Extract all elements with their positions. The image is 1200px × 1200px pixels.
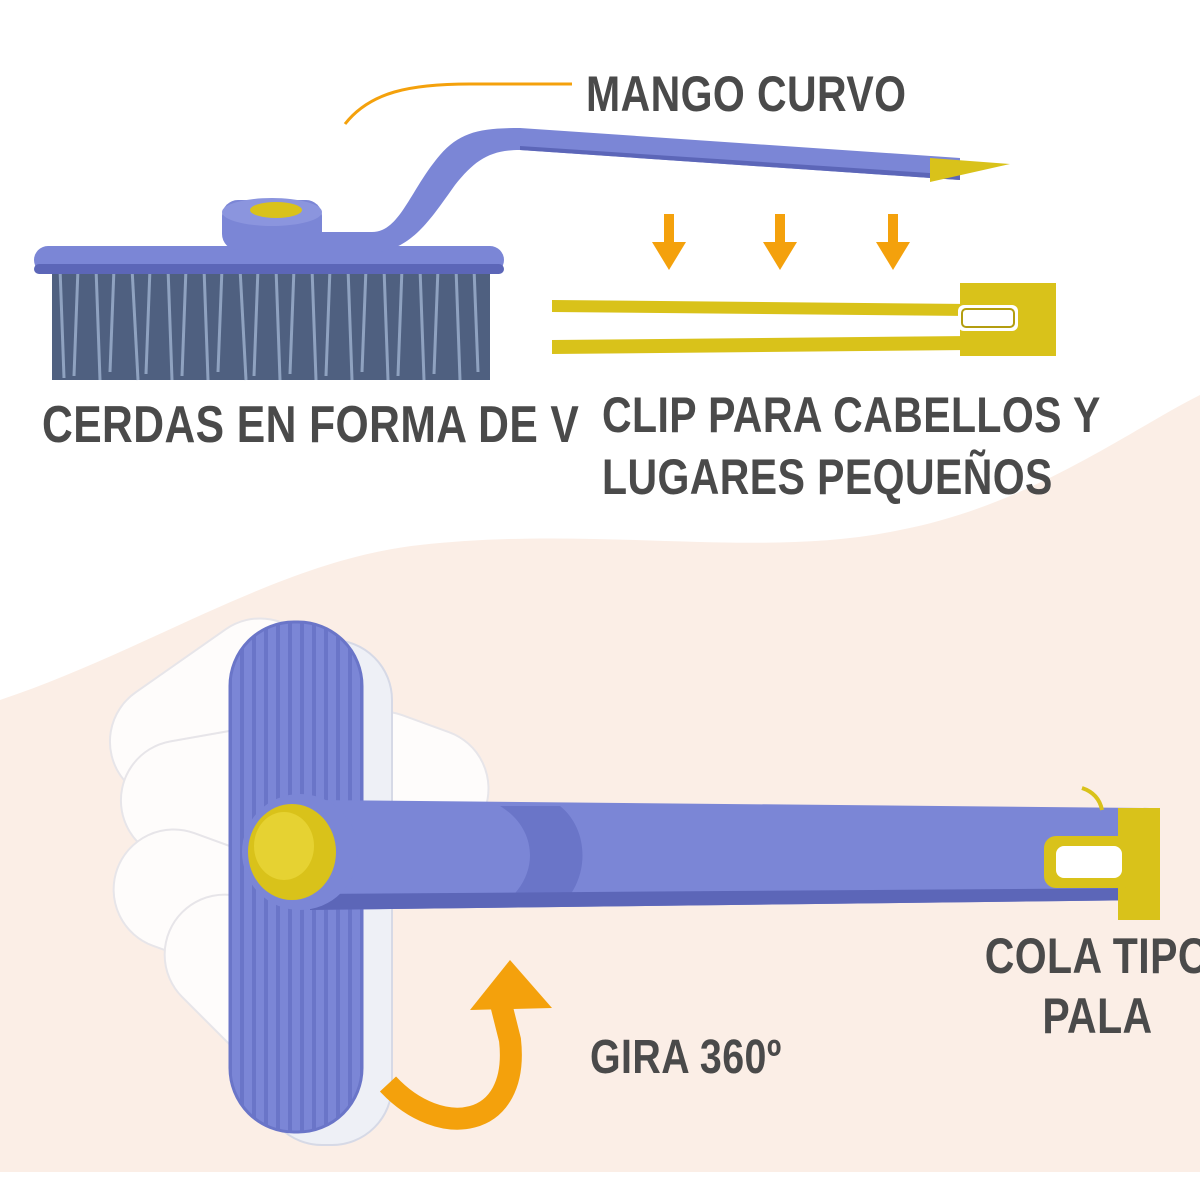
bottom-strip	[0, 1172, 1200, 1200]
arrow-down-icon	[652, 214, 686, 270]
hair-clip	[552, 283, 1056, 356]
down-arrows	[652, 214, 910, 270]
label-cerdas: CERDAS EN FORMA DE V	[42, 396, 580, 454]
curved-rotate-arrow-icon	[379, 960, 552, 1130]
bristles	[52, 262, 490, 381]
label-cola-line1: COLA TIPO	[984, 928, 1200, 984]
label-cola-tipo-pala: COLA TIPO PALA	[985, 926, 1200, 1046]
arrow-down-icon	[876, 214, 910, 270]
brush-side-view	[34, 128, 1010, 381]
arrow-down-icon	[763, 214, 797, 270]
label-cola-line2: PALA	[1042, 988, 1153, 1044]
label-clip-line2: LUGARES PEQUEÑOS	[602, 449, 1053, 505]
brush-top-view	[108, 617, 1160, 1146]
label-gira: GIRA 360º	[590, 1031, 782, 1084]
label-mango-curvo: MANGO CURVO	[586, 66, 907, 122]
label-clip-line1: CLIP PARA CABELLOS Y	[602, 387, 1101, 443]
mango-leader-line	[343, 82, 572, 125]
label-clip: CLIP PARA CABELLOS Y LUGARES PEQUEÑOS	[602, 384, 1101, 508]
